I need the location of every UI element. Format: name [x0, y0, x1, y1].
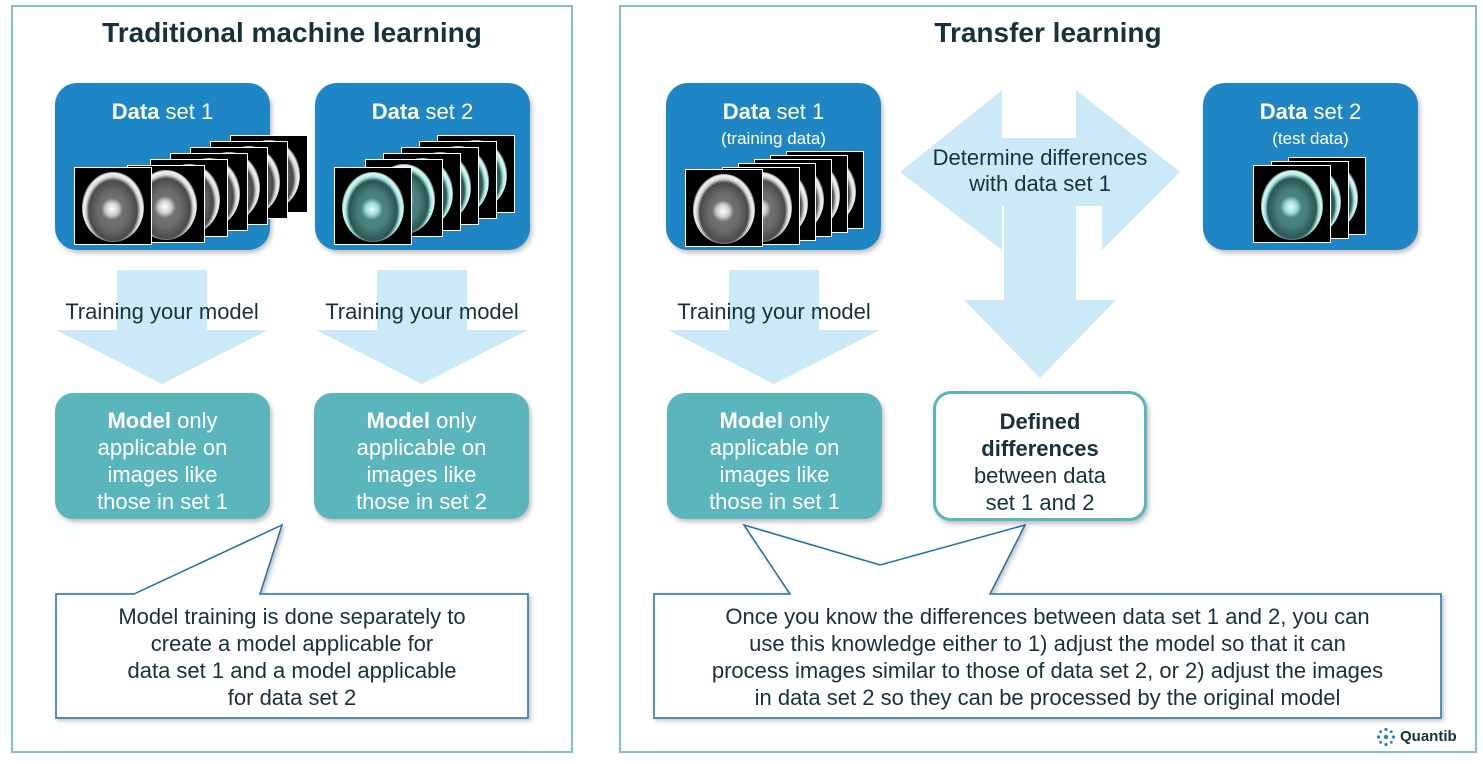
quantib-logo-text: Quantib [1400, 728, 1457, 745]
right-data-set-1-title: Data set 1 [722, 99, 825, 124]
callout-line-3: data set 1 and a model applicable [127, 658, 457, 683]
brain-scan-image [685, 169, 763, 247]
callout-line-4: in data set 2 so they can be processed b… [754, 685, 1341, 710]
left-data-set-1-box: Data set 1 [55, 83, 308, 250]
determine-differences-label: Determine differences with data set 1 [900, 145, 1180, 197]
right-callout-bubble [653, 523, 1442, 719]
brain-scan-image [334, 167, 412, 245]
left-training-label-2: Training your model [325, 299, 519, 324]
determine-line-2: with data set 1 [969, 171, 1111, 196]
model-line-4: those in set 1 [709, 489, 840, 514]
training-arrow-left-1 [56, 270, 268, 384]
left-training-label-1: Training your model [65, 299, 259, 324]
model-line-1: Model only [366, 408, 477, 433]
callout-line-4: for data set 2 [227, 685, 357, 710]
right-data-set-2-subtitle: (test data) [1272, 129, 1349, 148]
brain-scan-image [1253, 165, 1331, 243]
right-training-label: Training your model [677, 299, 871, 324]
model-line-2: applicable on [97, 435, 228, 460]
transfer-learning-title: Transfer learning [934, 17, 1162, 48]
left-model-1-box: Model only applicable on images like tho… [55, 393, 270, 519]
defined-line-1: Defined [999, 409, 1081, 434]
right-data-set-1-subtitle: (training data) [721, 129, 826, 148]
right-model-1-box: Model only applicable on images like tho… [667, 393, 882, 519]
callout-line-1: Once you know the differences between da… [725, 604, 1370, 629]
right-callout-text: Once you know the differences between da… [656, 603, 1439, 711]
determine-differences-arrow [900, 90, 1180, 378]
defined-differences-box: Defined differences between data set 1 a… [933, 391, 1147, 521]
right-data-set-1-box: Data set 1 (training data) [666, 83, 881, 250]
training-arrow-right [668, 270, 880, 384]
callout-line-2: create a model applicable for [150, 631, 434, 656]
left-data-set-2-title: Data set 2 [371, 99, 474, 124]
quantib-logo-icon [1376, 727, 1396, 747]
defined-line-4: set 1 and 2 [985, 490, 1095, 515]
right-data-set-2-title: Data set 2 [1259, 99, 1362, 124]
left-data-set-2-box: Data set 2 [315, 83, 530, 250]
model-line-3: images like [366, 462, 477, 487]
quantib-logo: Quantib [1376, 726, 1472, 748]
callout-line-3: process images similar to those of data … [711, 658, 1384, 683]
model-line-2: applicable on [356, 435, 487, 460]
model-line-4: those in set 2 [356, 489, 487, 514]
defined-line-2: differences [981, 436, 1099, 461]
left-data-set-1-title: Data set 1 [111, 99, 214, 124]
callout-line-2: use this knowledge either to 1) adjust t… [749, 631, 1346, 656]
model-line-1: Model only [107, 408, 218, 433]
training-arrow-left-2 [316, 270, 528, 384]
brain-scan-image [74, 167, 152, 245]
callout-line-1: Model training is done separately to [118, 604, 466, 629]
left-callout-bubble [55, 523, 529, 719]
model-line-1: Model only [719, 408, 830, 433]
right-data-set-2-box: Data set 2 (test data) [1203, 83, 1418, 250]
model-line-3: images like [107, 462, 218, 487]
left-model-2-box: Model only applicable on images like tho… [314, 393, 529, 519]
model-line-3: images like [719, 462, 830, 487]
model-line-4: those in set 1 [97, 489, 228, 514]
model-line-2: applicable on [709, 435, 840, 460]
left-callout-text: Model training is done separately to cre… [58, 603, 526, 711]
defined-line-3: between data [973, 463, 1107, 488]
determine-line-1: Determine differences [932, 145, 1148, 170]
traditional-ml-title: Traditional machine learning [102, 17, 482, 48]
